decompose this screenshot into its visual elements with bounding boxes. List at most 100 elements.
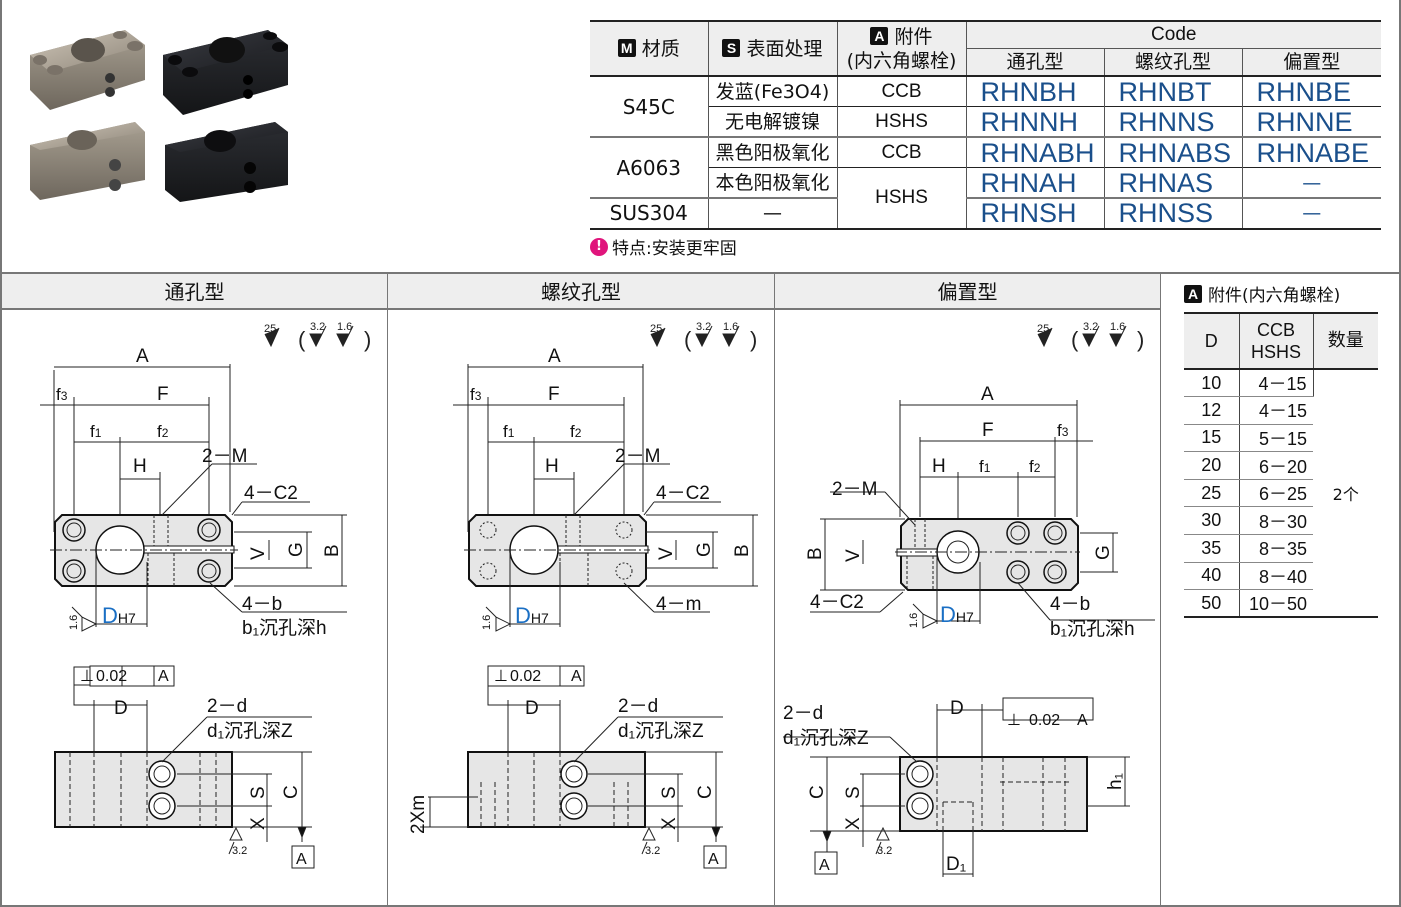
tolerance-symbol: ⊥ <box>80 668 94 685</box>
tolerance-datum: A <box>1077 712 1088 729</box>
code-link[interactable]: RHNABS <box>1104 137 1243 168</box>
dim-X: X <box>248 817 269 830</box>
code-link[interactable]: RHNNE <box>1256 106 1353 137</box>
qty-cell: 2个 <box>1313 369 1378 619</box>
dim-A: A <box>136 346 149 367</box>
dim-D-side: D <box>950 698 964 719</box>
dim-4m: 4－m <box>656 594 701 615</box>
material-cell: S45C <box>590 76 709 138</box>
code-link[interactable]: RHNABE <box>1256 137 1370 168</box>
code-link[interactable]: RHNSS <box>1104 198 1243 229</box>
svg-text:25: 25 <box>264 323 276 335</box>
svg-text:): ) <box>750 327 757 352</box>
code-link[interactable]: RHNSH <box>966 198 1105 229</box>
tolerance-symbol: ⊥ <box>1007 712 1021 729</box>
dim-S: S <box>843 786 864 799</box>
svg-text:): ) <box>364 327 371 352</box>
dim-V: V <box>843 549 864 562</box>
roughness-1.6: 1.6 <box>68 615 80 630</box>
dim-h1: h₁ <box>1105 773 1126 790</box>
surface-cell: 无电解镀镍 <box>708 106 838 137</box>
code-link[interactable]: RHNNS <box>1104 106 1243 137</box>
code-link[interactable]: RHNAS <box>1104 167 1243 198</box>
dim-f3: f3 <box>56 385 68 404</box>
dim-D1: D₁ <box>946 854 966 875</box>
dim-S: S <box>248 786 269 799</box>
dim-C: C <box>281 785 302 799</box>
roughness-symbol: 25 ( 3.2 1.6 ) <box>650 321 757 352</box>
dim-A: A <box>548 346 561 367</box>
column-divider <box>387 274 388 907</box>
code-link[interactable]: RHNBH <box>966 76 1105 107</box>
dim-f1: f1 <box>979 457 991 476</box>
code-unavailable: — <box>1302 171 1322 194</box>
dim-S: S <box>659 786 680 799</box>
dim-F: F <box>982 420 994 441</box>
dim-2M: 2－M <box>832 479 877 500</box>
tolerance-value: 0.02 <box>1029 712 1060 729</box>
photo-black-plain <box>165 122 288 202</box>
table-row: SUS304 — RHNSH RHNSS — <box>590 198 1381 229</box>
dim-D-H7: DH7 <box>940 602 974 627</box>
dim-2d: 2－d <box>207 696 247 717</box>
roughness-3.2: 3.2 <box>645 845 660 857</box>
roughness-1.6: 1.6 <box>908 613 920 628</box>
dim-B: B <box>322 544 343 557</box>
roughness-symbol: 25 ( 3.2 1.6 ) <box>264 321 371 352</box>
dim-G: G <box>286 542 307 557</box>
tolerance-datum: A <box>571 668 582 685</box>
datum-A: A <box>708 851 719 868</box>
datum-A: A <box>296 851 307 868</box>
surface-cell: 黑色阳极氧化 <box>708 137 838 168</box>
accessory-cell: HSHS <box>837 106 967 137</box>
roughness-symbol: 25 ( 3.2 1.6 ) <box>1037 321 1144 352</box>
accessory-cell: CCB <box>837 137 967 168</box>
section-header-offset: 偏置型 <box>775 274 1160 310</box>
table-row: 本色阳极氧化 HSHS RHNAH RHNAS — <box>590 167 1381 230</box>
accessory-badge-icon: A <box>1184 285 1202 303</box>
code-link[interactable]: RHNNH <box>966 106 1105 137</box>
column-divider <box>1160 274 1161 907</box>
header-code-offset: 偏置型 <box>1242 48 1381 76</box>
material-cell: A6063 <box>590 137 709 199</box>
section-header-through: 通孔型 <box>2 274 387 310</box>
code-link[interactable]: RHNABH <box>966 137 1105 168</box>
dim-G: G <box>694 542 715 557</box>
roughness-3.2: 3.2 <box>877 845 892 857</box>
svg-text:3.2: 3.2 <box>310 321 325 333</box>
code-link[interactable]: RHNBE <box>1256 76 1352 107</box>
code-unavailable: — <box>1302 202 1322 225</box>
svg-text:3.2: 3.2 <box>1083 321 1098 333</box>
tolerance-symbol: ⊥ <box>494 668 508 685</box>
feature-text: 特点:安装更牢固 <box>612 239 737 259</box>
accessory-cell: CCB <box>837 76 967 107</box>
code-link[interactable]: RHNBT <box>1104 76 1243 107</box>
surface-cell: 本色阳极氧化 <box>708 167 838 198</box>
datum-A: A <box>819 857 830 874</box>
svg-text:(: ( <box>298 327 306 352</box>
roughness-3.2: 3.2 <box>232 845 247 857</box>
dim-f2: f2 <box>157 422 169 441</box>
product-photos <box>30 30 288 202</box>
svg-text:1.6: 1.6 <box>1110 321 1125 333</box>
feature-note: ! 特点:安装更牢固 <box>590 234 737 259</box>
svg-text:25: 25 <box>1037 323 1049 335</box>
dim-4b: 4－b <box>1050 594 1090 615</box>
dim-F: F <box>157 384 169 405</box>
header-code-through: 通孔型 <box>966 48 1105 76</box>
dim-X: X <box>659 817 680 830</box>
dim-C: C <box>807 785 828 799</box>
svg-text:1.6: 1.6 <box>723 321 738 333</box>
code-link[interactable]: RHNAH <box>966 167 1105 198</box>
accessory-badge-icon: A <box>870 26 889 45</box>
dim-2d: 2－d <box>618 696 658 717</box>
drawing-offset-type: 25 ( 3.2 1.6 ) <box>783 321 1155 877</box>
